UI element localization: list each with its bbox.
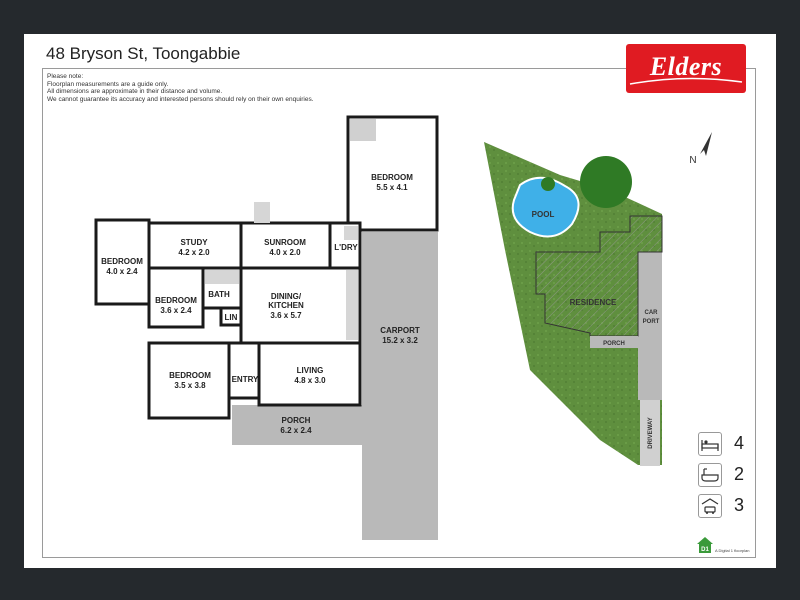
room-dims: 3.5 x 3.8 — [174, 381, 206, 390]
site-porch — [590, 336, 638, 348]
shrub-icon — [541, 177, 555, 191]
north-arrow-icon: N — [689, 132, 712, 166]
floorplan-frame — [42, 68, 756, 558]
parking-count: 3 — [734, 495, 745, 515]
room-name: LIVING — [297, 366, 324, 375]
parking-stat: 3 — [698, 494, 758, 520]
logo-text: Elders — [649, 52, 723, 81]
room-dims: 3.6 x 5.7 — [270, 311, 302, 320]
room-name-2: KITCHEN — [268, 301, 304, 310]
badge-text: D1 — [701, 547, 709, 553]
room-dims: 4.0 x 2.4 — [106, 267, 138, 276]
bedroom-mid: BEDROOM 3.6 x 2.4 — [147, 266, 205, 329]
room-name: LIN — [225, 313, 238, 322]
room-dims: 4.2 x 2.0 — [178, 248, 210, 257]
room-dims: 4.0 x 2.0 — [269, 248, 301, 257]
room-dims: 4.8 x 3.0 — [294, 376, 326, 385]
d1-house-icon: D1 — [697, 537, 713, 553]
room-name: STUDY — [180, 238, 208, 247]
sunroom: SUNROOM 4.0 x 2.0 — [239, 202, 332, 270]
driveway-slab — [640, 400, 660, 466]
room-name: BEDROOM — [101, 257, 143, 266]
bed-icon — [698, 432, 722, 456]
room-name: BEDROOM — [371, 173, 413, 182]
room-name: BEDROOM — [169, 371, 211, 380]
residence-footprint — [535, 215, 663, 337]
room-name: BEDROOM — [155, 296, 197, 305]
note-line: All dimensions are approximate in their … — [47, 88, 223, 96]
bedrooms-stat: 4 — [698, 432, 758, 458]
bathtub-icon — [698, 463, 722, 487]
dining-kitchen: DINING/ KITCHEN 3.6 x 5.7 — [239, 266, 362, 345]
porch-dims: 6.2 x 2.4 — [280, 426, 312, 435]
room-name: ENTRY — [232, 375, 259, 384]
living-room: LIVING 4.8 x 3.0 — [257, 341, 362, 407]
car-garage-icon — [698, 494, 722, 518]
note-line: We cannot guarantee its accuracy and int… — [47, 95, 314, 103]
laundry-room: L'DRY — [328, 221, 362, 270]
driveway-label: DRIVEWAY — [648, 417, 654, 448]
carport-floor — [362, 232, 438, 540]
bathrooms-stat: 2 — [698, 463, 758, 489]
note-line: Please note: — [47, 73, 84, 80]
bedroom-bottom: BEDROOM 3.5 x 3.8 — [147, 341, 231, 420]
disclaimer-notes: Please note: Floorplan measurements are … — [47, 73, 314, 103]
pool-label: POOL — [532, 210, 555, 219]
room-dims: 5.5 x 4.1 — [376, 183, 408, 192]
carport-label-1: CAR — [645, 310, 659, 316]
site-plan: POOL RESIDENCE CAR PORT PORCH DRIVEWAY — [484, 142, 663, 466]
bathrooms-count: 2 — [734, 464, 745, 484]
property-address-title: 48 Bryson St, Toongabbie — [46, 44, 241, 63]
bedroom-far-left: BEDROOM 4.0 x 2.4 — [94, 218, 151, 306]
carport-dims: 15.2 x 3.2 — [382, 336, 418, 345]
residence-label: RESIDENCE — [570, 298, 617, 307]
room-name: L'DRY — [334, 243, 358, 252]
bedrooms-count: 4 — [734, 433, 745, 453]
porch-floor — [232, 405, 362, 445]
room-name: BATH — [208, 290, 230, 299]
room-dims: 3.6 x 2.4 — [160, 306, 192, 315]
linen-closet: LIN — [219, 306, 243, 327]
note-line: Floorplan measurements are a guide only. — [47, 80, 169, 88]
brand-caption: A Digital 1 floorplan — [715, 548, 750, 553]
entry-hall: ENTRY — [227, 341, 261, 400]
study-room: STUDY 4.2 x 2.0 — [147, 221, 243, 270]
site-porch-label: PORCH — [603, 341, 625, 347]
logo-swoosh-icon — [629, 77, 743, 85]
palm-tree-icon — [580, 156, 632, 208]
carport-name: CARPORT — [380, 326, 420, 335]
elders-logo: Elders — [626, 44, 746, 93]
bedroom-top: BEDROOM 5.5 x 4.1 — [346, 115, 439, 232]
north-label: N — [689, 155, 696, 166]
bath-room: BATH — [201, 266, 243, 310]
room-name: DINING/ — [271, 292, 302, 301]
porch-name: PORCH — [282, 416, 311, 425]
carport-label-2: PORT — [643, 319, 660, 325]
car-port-slab — [638, 252, 662, 400]
room-name: SUNROOM — [264, 238, 306, 247]
